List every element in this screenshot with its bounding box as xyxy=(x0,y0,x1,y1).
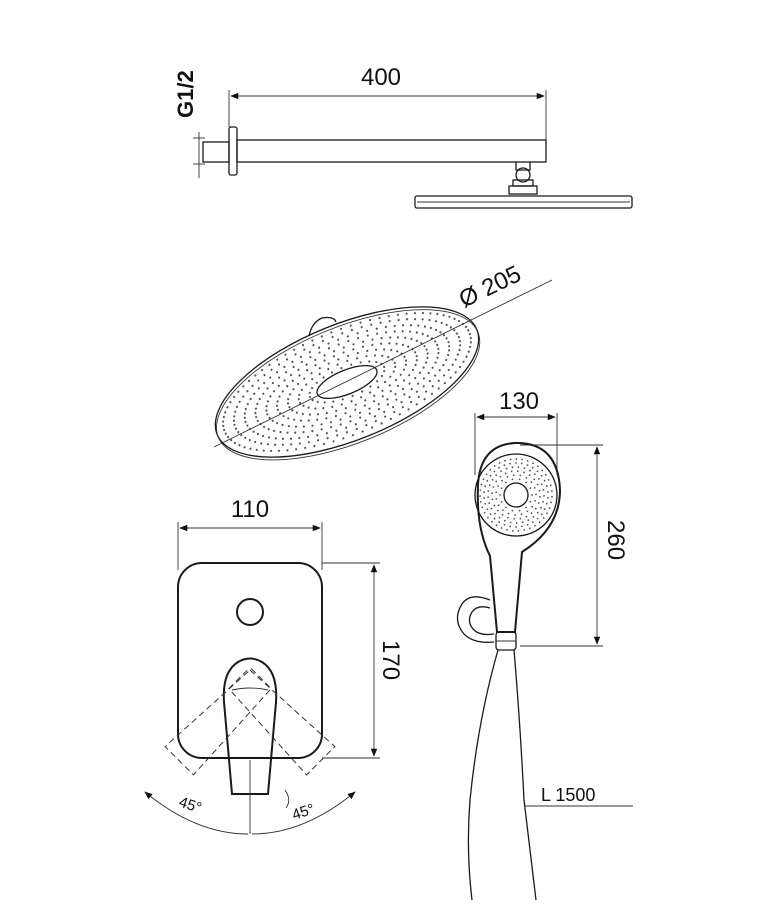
hand-width-label: 130 xyxy=(499,388,539,415)
hand-length-label: 260 xyxy=(602,520,629,560)
hand-nozzle-pattern xyxy=(479,458,553,532)
head-diameter-label: Ø 205 xyxy=(455,260,526,313)
hand-shower: 130 260 L 1500 xyxy=(456,388,633,901)
plate-width-label: 110 xyxy=(231,496,269,523)
side-view-shower-arm: G1/2 400 xyxy=(173,64,633,209)
rain-shower-head: Ø 205 xyxy=(213,260,553,461)
nozzle-pattern xyxy=(222,311,472,453)
plate-height-label: 170 xyxy=(377,640,404,680)
angle-right-label: 45° xyxy=(290,801,317,824)
hose-length-label: L 1500 xyxy=(541,785,595,805)
angle-left-label: 45° xyxy=(177,794,204,817)
thread-label: G1/2 xyxy=(173,70,198,118)
arm-length-label: 400 xyxy=(361,64,401,91)
mixer-plate: 110 170 45° 45° xyxy=(144,496,404,835)
